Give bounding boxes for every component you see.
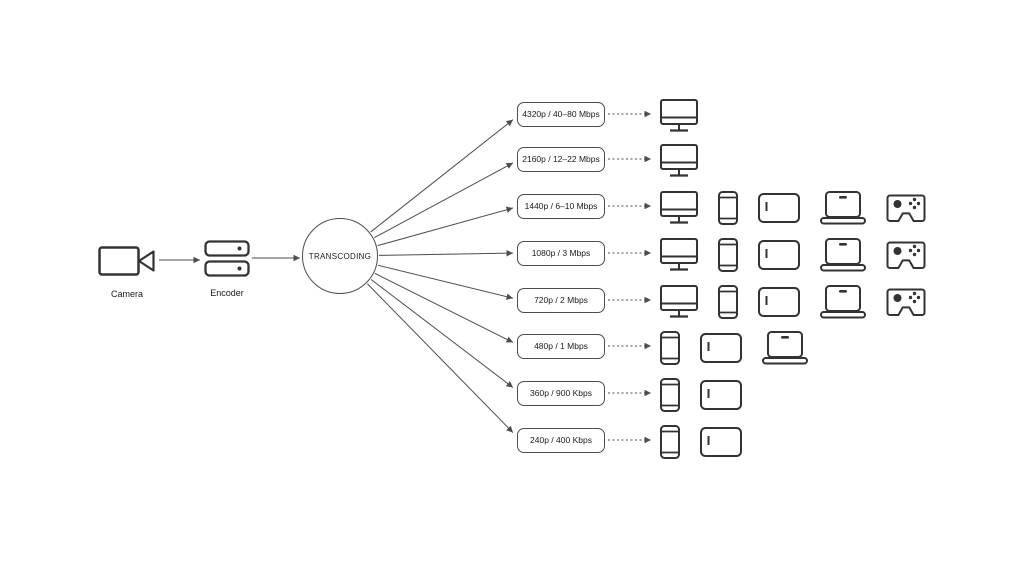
monitor-icon <box>660 99 698 132</box>
smartphone-icon <box>660 378 680 412</box>
gamepad-icon <box>886 194 926 222</box>
smartphone-icon <box>660 425 680 459</box>
quality-box: 720p / 2 Mbps <box>517 287 605 313</box>
gamepad-icon <box>886 288 926 316</box>
monitor-icon <box>660 285 698 318</box>
gamepad-icon <box>886 241 926 269</box>
quality-box: 240p / 400 Kbps <box>517 427 605 453</box>
device-row <box>660 188 926 228</box>
smartphone-icon <box>660 331 680 365</box>
device-row <box>660 422 742 462</box>
camera-label: Camera <box>110 289 143 299</box>
quality-box: 2160p / 12–22 Mbps <box>517 146 605 172</box>
encoder-icon <box>204 240 250 277</box>
quality-box-label: 4320p / 40–80 Mbps <box>522 109 600 119</box>
device-row <box>660 235 926 275</box>
quality-box: 360p / 900 Kbps <box>517 380 605 406</box>
tablet-icon <box>700 427 742 457</box>
device-row <box>660 375 742 415</box>
smartphone-icon <box>718 238 738 272</box>
camera-node: Camera <box>96 244 158 299</box>
quality-box: 1440p / 6–10 Mbps <box>517 193 605 219</box>
monitor-icon <box>660 191 698 224</box>
camera-icon <box>98 246 155 276</box>
monitor-icon <box>660 238 698 271</box>
quality-box-label: 240p / 400 Kbps <box>530 435 592 445</box>
quality-box-label: 480p / 1 Mbps <box>534 341 588 351</box>
smartphone-icon <box>718 285 738 319</box>
quality-box-label: 1440p / 6–10 Mbps <box>524 201 598 211</box>
device-row <box>660 328 808 368</box>
laptop-icon <box>762 331 808 365</box>
quality-box-label: 1080p / 3 Mbps <box>531 248 591 258</box>
laptop-icon <box>820 238 866 272</box>
transcoding-label: TRANSCODING <box>308 251 372 261</box>
quality-box-label: 360p / 900 Kbps <box>530 388 592 398</box>
quality-box: 1080p / 3 Mbps <box>517 240 605 266</box>
tablet-icon <box>758 287 800 317</box>
device-row <box>660 96 698 136</box>
tablet-icon <box>758 193 800 223</box>
quality-box: 4320p / 40–80 Mbps <box>517 101 605 127</box>
quality-box-label: 2160p / 12–22 Mbps <box>522 154 600 164</box>
laptop-icon <box>820 191 866 225</box>
encoder-label: Encoder <box>210 288 244 298</box>
tablet-icon <box>758 240 800 270</box>
monitor-icon <box>660 144 698 177</box>
encoder-node: Encoder <box>204 240 250 298</box>
quality-box-label: 720p / 2 Mbps <box>534 295 588 305</box>
transcoding-node: TRANSCODING <box>302 218 378 294</box>
quality-box: 480p / 1 Mbps <box>517 333 605 359</box>
smartphone-icon <box>718 191 738 225</box>
device-row <box>660 141 698 181</box>
tablet-icon <box>700 380 742 410</box>
tablet-icon <box>700 333 742 363</box>
laptop-icon <box>820 285 866 319</box>
device-row <box>660 282 926 322</box>
